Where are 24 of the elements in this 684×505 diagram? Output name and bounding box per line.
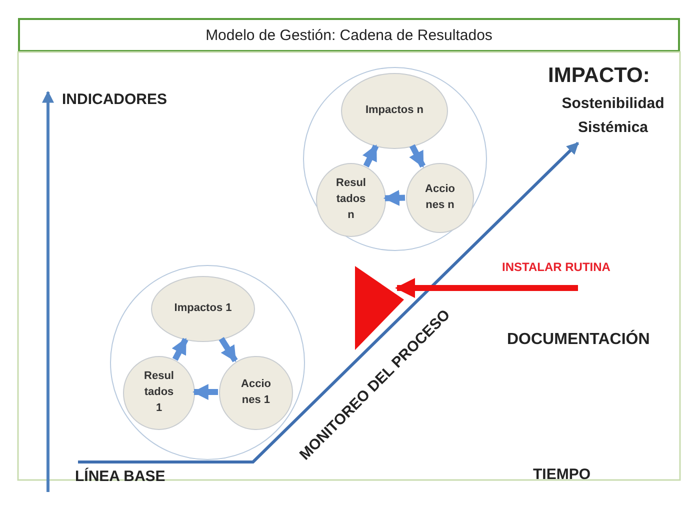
axis-label: LÍNEA BASE [75, 468, 166, 485]
cycle-arrow [218, 337, 238, 362]
arrow [395, 278, 578, 298]
arrow-label: INSTALAR RUTINA [502, 260, 610, 274]
cycle-arrow [172, 338, 188, 361]
step-ellipse [219, 356, 293, 430]
step-label: Resul tados 1 [143, 369, 175, 416]
cycle-arrow [383, 190, 406, 206]
heading: Sostenibilidad Sistémica [560, 94, 666, 138]
title: Modelo de Gestión: Cadena de Resultados [206, 26, 492, 44]
step-ellipse [123, 356, 195, 430]
group-circle [303, 67, 487, 251]
step-label: Resul tados n [335, 176, 367, 223]
axis-label: TIEMPO [533, 466, 591, 483]
cycle-arrow [409, 144, 426, 168]
heading: IMPACTO: [548, 64, 650, 88]
step-label: Accio nes n [424, 182, 456, 213]
step-label: Accio nes 1 [240, 377, 272, 408]
step-label: Impactos 1 [173, 301, 233, 316]
label: DOCUMENTACIÓN [507, 331, 650, 349]
cycle-arrow [362, 144, 379, 168]
axis-label: INDICADORES [62, 91, 168, 108]
step-label: Impactos n [364, 103, 424, 118]
cycle-arrow [192, 384, 218, 400]
